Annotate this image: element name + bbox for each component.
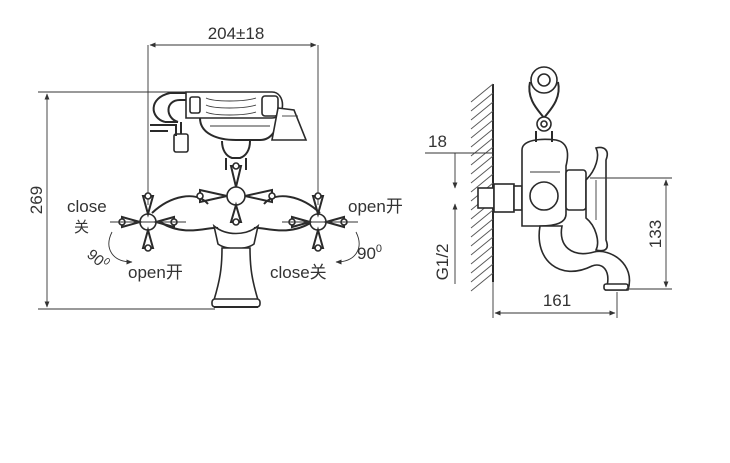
side-body (521, 138, 569, 227)
wall-hatch-line (470, 227, 494, 247)
wall-hatch-line (470, 263, 494, 283)
left-rotation-arrow (108, 221, 186, 265)
shower-handset (185, 91, 308, 141)
thread-size-label: G1/2 (433, 244, 452, 281)
left-close-cn-label: 关 (74, 218, 89, 236)
side-spout (538, 225, 631, 291)
right-close-label: close关 (270, 263, 327, 282)
height-dimension-label: 269 (27, 186, 46, 214)
height-dimension: 269 (27, 91, 215, 310)
handset-cradle (150, 92, 189, 153)
wall-hatch-line (470, 236, 494, 256)
eccentric-connector (477, 183, 523, 213)
width-dimension: 204±18 (147, 24, 319, 205)
wall-hatch-line (470, 272, 494, 292)
front-view: 204±18 269 (27, 24, 403, 310)
wall-section (470, 83, 494, 292)
wall-hatch-line (470, 101, 494, 121)
wall-hatch-line (470, 173, 494, 193)
wall-hatch-line (470, 110, 494, 130)
right-rotation-arrow (282, 221, 360, 265)
wall-hatch-line (470, 92, 494, 112)
projection-dimension: 161 (492, 282, 618, 318)
side-cross-handle (565, 146, 609, 252)
cross-handle-center (196, 162, 276, 226)
side-height-label: 133 (646, 220, 665, 248)
spout-base (211, 247, 261, 308)
wall-hatch-line (470, 146, 494, 166)
right-open-label: open开 (348, 197, 403, 216)
left-angle-label: 900 (83, 245, 112, 273)
wall-hatch-line (470, 209, 494, 229)
wall-hatch-line (470, 245, 494, 265)
wall-hatch-line (470, 83, 494, 103)
wall-hatch-line (470, 164, 494, 184)
center-stem (221, 140, 251, 170)
width-dimension-label: 204±18 (208, 24, 265, 43)
wall-hatch-line (470, 155, 494, 175)
wall-hatch-line (470, 119, 494, 139)
wall-hatch-line (470, 218, 494, 238)
side-view: 18 G1/2 (425, 66, 672, 318)
side-cradle (528, 66, 560, 142)
side-height-dimension: 133 (590, 177, 672, 290)
left-open-label: open开 (128, 263, 183, 282)
left-close-label: close (67, 197, 107, 216)
right-angle-label: 900 (357, 243, 382, 263)
projection-label: 161 (543, 291, 571, 310)
wall-offset-label: 18 (428, 132, 447, 151)
wall-hatch-line (470, 254, 494, 274)
wall-offset-dimension: 18 G1/2 (425, 132, 493, 284)
wall-hatch-line (470, 128, 494, 148)
